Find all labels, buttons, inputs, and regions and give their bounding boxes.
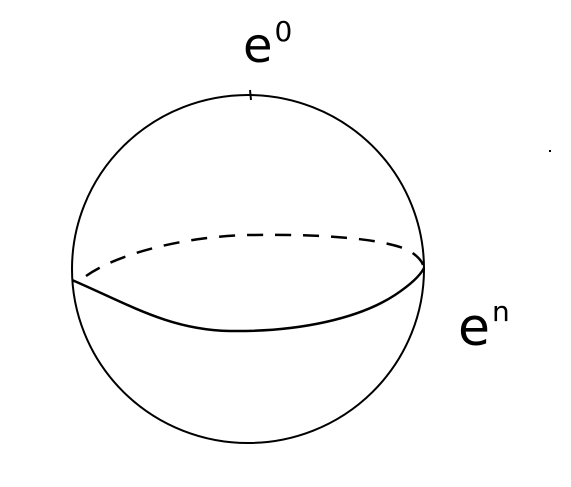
label-e-zero-base: e (243, 18, 273, 74)
equator-back (85, 233, 426, 278)
label-e-n-sup: n (492, 295, 510, 328)
sphere-outline (71, 94, 425, 444)
label-e-zero: e0 (243, 18, 292, 71)
label-e-n: en (458, 298, 510, 355)
stray-dot (549, 150, 551, 152)
label-e-zero-sup: 0 (274, 15, 293, 48)
north-pole-tick (249, 89, 252, 101)
label-e-n-base: e (458, 298, 490, 358)
equator-front (71, 267, 426, 333)
